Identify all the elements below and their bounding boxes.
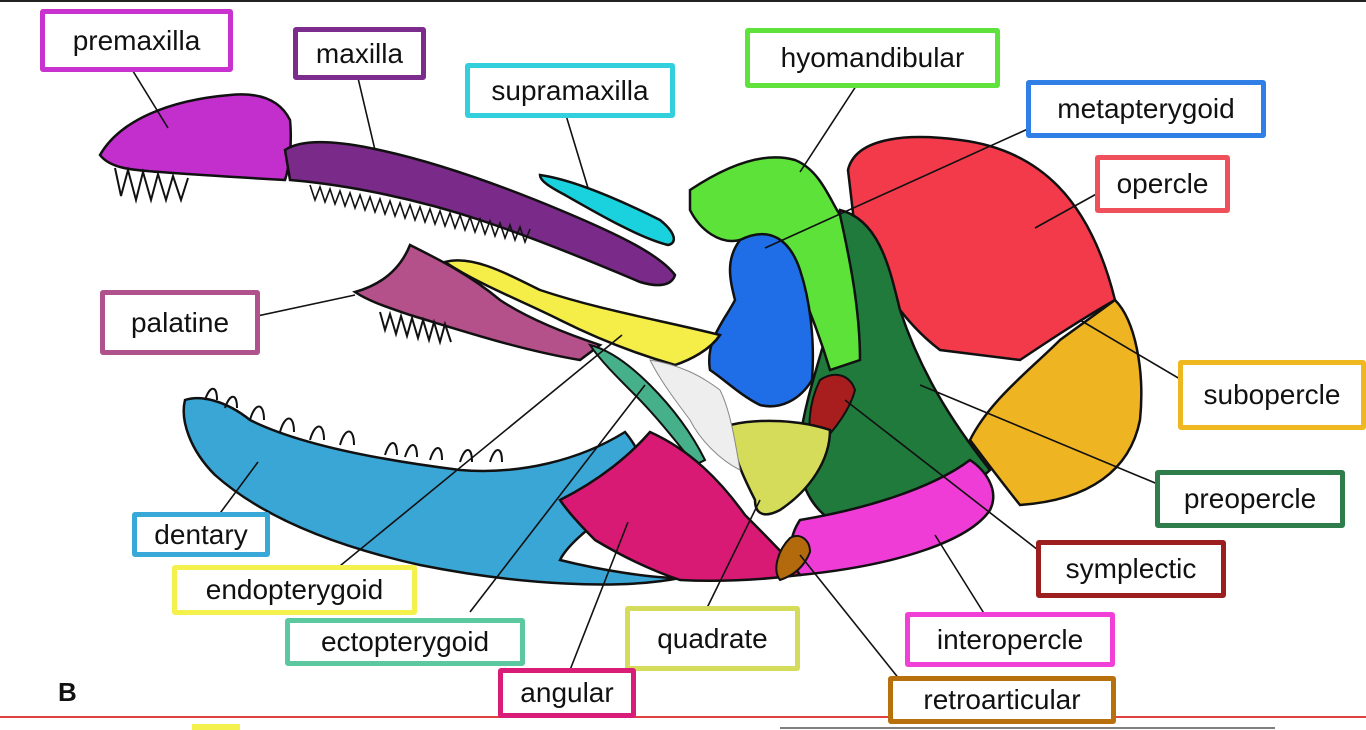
quadrate-bone — [728, 419, 832, 516]
leader-supramaxilla — [564, 111, 589, 189]
leader-quadrate — [704, 499, 761, 613]
leader-ectopterygoid — [469, 384, 646, 613]
premaxilla-teeth — [114, 166, 189, 204]
label-maxilla: maxilla — [293, 27, 426, 80]
label-preopercle: preopercle — [1155, 470, 1345, 528]
palatine-teeth — [379, 310, 452, 346]
subopercle-bone — [968, 298, 1143, 507]
footer-mark — [192, 724, 240, 730]
label-hyomandibular: hyomandibular — [745, 28, 1000, 88]
dentary-teeth — [204, 387, 503, 463]
leader-maxilla — [357, 77, 376, 151]
palatine-bone — [352, 243, 603, 362]
label-endopterygoid: endopterygoid — [172, 565, 417, 615]
label-palatine: palatine — [100, 290, 260, 355]
leader-metapterygoid — [764, 127, 1031, 249]
ectopterygoid-bone — [587, 343, 707, 467]
leader-hyomandibular — [799, 79, 861, 173]
leader-interopercle — [934, 534, 986, 616]
leader-opercle — [1034, 191, 1101, 229]
premaxilla-bone — [98, 93, 293, 182]
leader-endopterygoid — [334, 334, 623, 571]
retroarticular-bone — [775, 534, 812, 582]
membrane-area — [649, 359, 741, 471]
endopterygoid-bone — [442, 259, 723, 367]
label-supramaxilla: supramaxilla — [465, 63, 675, 118]
label-symplectic: symplectic — [1036, 540, 1226, 598]
panel-letter: B — [58, 677, 77, 707]
maxilla-bone — [283, 141, 677, 287]
label-interopercle: interopercle — [905, 612, 1115, 667]
label-ectopterygoid: ectopterygoid — [285, 618, 525, 666]
supramaxilla-bone — [538, 173, 676, 247]
leader-subopercle — [1079, 319, 1186, 383]
leader-symplectic — [844, 399, 1039, 551]
leader-preopercle — [919, 384, 1161, 486]
label-retroarticular: retroarticular — [888, 676, 1116, 724]
leader-retroarticular — [799, 554, 901, 681]
label-quadrate: quadrate — [625, 606, 800, 671]
label-metapterygoid: metapterygoid — [1026, 80, 1266, 138]
leader-palatine — [247, 294, 356, 319]
label-angular: angular — [498, 668, 636, 718]
maxilla-teeth — [309, 184, 531, 245]
label-dentary: dentary — [132, 512, 270, 557]
leader-premaxilla — [127, 62, 169, 129]
leader-angular — [569, 521, 629, 671]
label-opercle: opercle — [1095, 155, 1230, 213]
leader-lines — [127, 62, 1186, 681]
label-premaxilla: premaxilla — [40, 9, 233, 72]
metapterygoid-bone — [707, 232, 815, 408]
label-subopercle: subopercle — [1178, 360, 1366, 430]
leader-dentary — [214, 461, 259, 521]
